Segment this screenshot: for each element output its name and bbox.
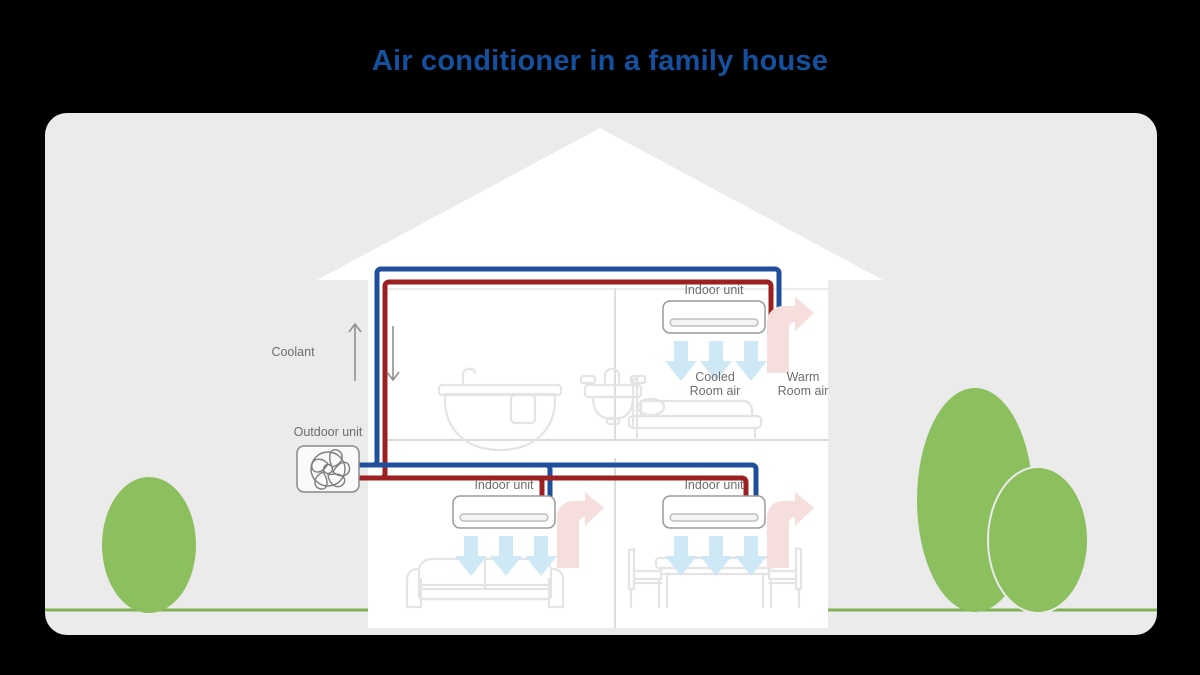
sofa-icon [405, 557, 565, 609]
chair-right-icon [767, 546, 803, 609]
cooled-air-arrow [700, 341, 732, 381]
bed-icon [627, 376, 763, 442]
cooled-air-arrow [665, 536, 697, 576]
warm-air-arrow [767, 492, 814, 568]
outdoor-unit-label: Outdoor unit [293, 425, 363, 439]
fan-icon [310, 448, 351, 490]
pipe-hot-lower-branch [332, 475, 545, 516]
warm-air-arrow [767, 297, 814, 373]
coolant-down-arrow [386, 326, 400, 381]
indoor-unit-label-upstairs: Indoor unit [684, 283, 744, 297]
warm-room-air-label: Warm Room air [758, 370, 848, 398]
cooled-room-air-line2: Room air [689, 384, 741, 398]
coolant-pipes [332, 266, 782, 516]
cooled-air-arrow [700, 536, 732, 576]
house-roof [317, 128, 883, 280]
indoor-unit-body[interactable] [452, 495, 556, 529]
cooled-air-arrow [665, 341, 697, 381]
indoor-unit-body[interactable] [662, 300, 766, 334]
indoor-unit-vent [459, 513, 549, 522]
foliage-group [102, 388, 1089, 614]
cooled-air-arrows [455, 341, 767, 576]
cooled-room-air-label: Cooled Room air [670, 370, 760, 398]
diagram-card: Coolant Outdoor unit Indoor unit Indoor … [45, 113, 1157, 635]
outdoor-unit[interactable] [296, 445, 360, 493]
indoor-units-group [452, 300, 766, 529]
cooled-air-arrow [735, 341, 767, 381]
indoor-unit-vent [669, 513, 759, 522]
indoor-unit-label-dining: Indoor unit [684, 478, 744, 492]
bathtub-icon [437, 367, 563, 452]
coolant-up-arrow [348, 323, 362, 381]
indoor-unit-upstairs-bedroom[interactable] [662, 300, 766, 334]
pipe-cold-lower-branch [332, 462, 553, 513]
cooled-room-air-line1: Cooled [695, 370, 735, 384]
indoor-unit-body[interactable] [662, 495, 766, 529]
cooled-air-arrow [525, 536, 557, 576]
warm-air-arrow [557, 492, 604, 568]
cooled-air-arrow [735, 536, 767, 576]
indoor-unit-vent [669, 318, 759, 327]
warm-room-air-line2: Room air [777, 384, 829, 398]
outdoor-unit-body[interactable] [296, 445, 360, 493]
house-diagram [45, 128, 1157, 628]
chair-left-icon [627, 547, 663, 609]
warm-air-arrows [557, 297, 814, 568]
page-title: Air conditioner in a family house [371, 45, 829, 77]
cooled-air-arrow [455, 536, 487, 576]
pipe-cold-lower [332, 462, 759, 513]
cooled-air-arrow [490, 536, 522, 576]
warm-room-air-line1: Warm [786, 370, 820, 384]
indoor-unit-downstairs-living[interactable] [452, 495, 556, 529]
indoor-unit-label-living: Indoor unit [474, 478, 534, 492]
bush-right-small [987, 466, 1089, 614]
pipe-hot-lower [332, 475, 749, 516]
coolant-label: Coolant [271, 345, 315, 359]
indoor-unit-downstairs-dining[interactable] [662, 495, 766, 529]
bush-left [102, 477, 196, 613]
coolant-direction-arrows [348, 323, 400, 381]
